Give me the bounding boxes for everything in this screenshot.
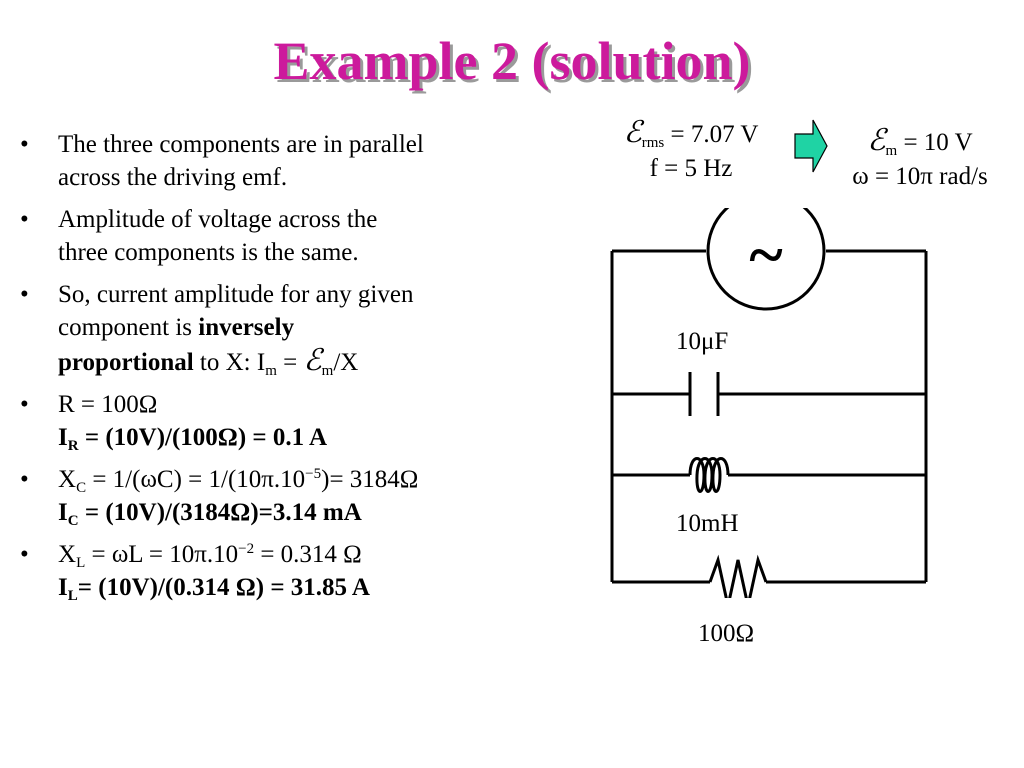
- current-result: IC = (10V)/(3184Ω)=3.14 mA: [58, 496, 578, 529]
- rms-source-values: ℰrms = 7.07 V f = 5 Hz: [596, 116, 786, 186]
- bullet-parallel: • The three components are in parallel a…: [18, 128, 578, 194]
- peak-value: = 10 V: [897, 129, 973, 156]
- subscript: rms: [641, 135, 665, 151]
- emf-symbol: ℰ: [303, 344, 322, 377]
- rms-emf-line: ℰrms = 7.07 V: [596, 116, 786, 152]
- subscript: L: [67, 588, 78, 604]
- bullet-resistor: • R = 100Ω IR = (10V)/(100Ω) = 0.1 A: [18, 388, 578, 454]
- bullet-current-amplitude: • So, current amplitude for any given co…: [18, 278, 578, 379]
- superscript: −2: [238, 541, 255, 557]
- bullet-text: The three components are in parallel: [58, 131, 424, 158]
- bullet-text: Amplitude of voltage across the: [58, 206, 378, 233]
- text-fragment: =: [276, 349, 304, 376]
- capacitor-label: 10μF: [676, 328, 729, 355]
- text-fragment: = (10V)/(0.314 Ω) = 31.85 A: [77, 574, 370, 601]
- rms-value: = 7.07 V: [664, 121, 759, 148]
- subscript: m: [885, 143, 898, 159]
- bullet-marker: •: [20, 281, 29, 308]
- text-fragment: = (10V)/(100Ω) = 0.1 A: [78, 424, 328, 451]
- frequency-line: f = 5 Hz: [649, 155, 733, 182]
- text-fragment: X: [58, 541, 77, 568]
- resistor-label: 100Ω: [698, 620, 755, 647]
- bullet-marker: •: [20, 131, 29, 158]
- text-fragment: = ωL = 10π.10: [85, 541, 239, 568]
- emf-symbol: ℰ: [867, 124, 886, 157]
- inductor-coil: [688, 457, 730, 493]
- bullet-marker: •: [20, 206, 29, 233]
- peak-source-values: ℰm = 10 V ω = 10π rad/s: [820, 124, 1020, 194]
- bullet-text: XC = 1/(ωC) = 1/(10π.10−5)= 3184Ω: [58, 463, 578, 496]
- text-fragment: I: [58, 499, 68, 526]
- text-fragment: = (10V)/(3184Ω)=3.14 mA: [78, 499, 362, 526]
- parallel-circuit-diagram: ~: [610, 208, 928, 598]
- bullet-marker: •: [20, 541, 29, 568]
- inductor-label: 10mH: [676, 510, 739, 537]
- subscript: m: [321, 363, 334, 379]
- text-fragment: I: [58, 574, 68, 601]
- text-fragment: = 1/(ωC) = 1/(10π.10: [86, 466, 306, 493]
- emphasis-text: inversely: [198, 314, 295, 341]
- text-fragment: = 0.314 Ω: [254, 541, 362, 568]
- bullet-inductor: • XL = ωL = 10π.10−2 = 0.314 Ω IL= (10V)…: [18, 538, 578, 604]
- ac-source-circle: [706, 208, 826, 311]
- bullet-text: proportional to X: Im = ℰm/X: [58, 344, 578, 379]
- bullet-text: XL = ωL = 10π.10−2 = 0.314 Ω: [58, 538, 578, 571]
- bullet-text: across the driving emf.: [58, 164, 288, 191]
- arrow-shape: [794, 119, 828, 173]
- bullet-text: component is inversely: [58, 311, 578, 344]
- emf-symbol: ℰ: [623, 116, 642, 149]
- subscript: C: [76, 480, 87, 496]
- text-fragment: /X: [333, 349, 359, 376]
- bullet-capacitor: • XC = 1/(ωC) = 1/(10π.10−5)= 3184Ω IC =…: [18, 463, 578, 529]
- ac-source-symbol: ~: [749, 219, 782, 290]
- bullet-marker: •: [20, 391, 29, 418]
- emphasis-text: proportional: [58, 349, 194, 376]
- bullet-marker: •: [20, 466, 29, 493]
- text-fragment: I: [58, 424, 68, 451]
- text-fragment: )= 3184Ω: [321, 466, 419, 493]
- subscript: R: [67, 438, 79, 454]
- text-fragment: to X: I: [193, 349, 266, 376]
- bullet-list: • The three components are in parallel a…: [18, 128, 578, 613]
- bullet-text: R = 100Ω: [58, 391, 158, 418]
- bullet-text: So, current amplitude for any given: [58, 281, 414, 308]
- resistor-zigzag: [708, 554, 768, 598]
- text-fragment: X: [58, 466, 77, 493]
- current-result: IR = (10V)/(100Ω) = 0.1 A: [58, 421, 578, 454]
- subscript: C: [67, 513, 79, 529]
- right-arrow-icon: [794, 119, 828, 173]
- slide-title: Example 2 (solution): [273, 31, 751, 91]
- peak-emf-line: ℰm = 10 V: [820, 124, 1020, 160]
- superscript: −5: [305, 466, 322, 482]
- bullet-text: three components is the same.: [58, 239, 359, 266]
- bullet-amplitude: • Amplitude of voltage across the three …: [18, 203, 578, 269]
- current-result: IL= (10V)/(0.314 Ω) = 31.85 A: [58, 571, 578, 604]
- text-fragment: component is: [58, 314, 199, 341]
- subscript: m: [265, 363, 277, 379]
- angular-frequency-line: ω = 10π rad/s: [852, 163, 988, 190]
- subscript: L: [76, 555, 86, 571]
